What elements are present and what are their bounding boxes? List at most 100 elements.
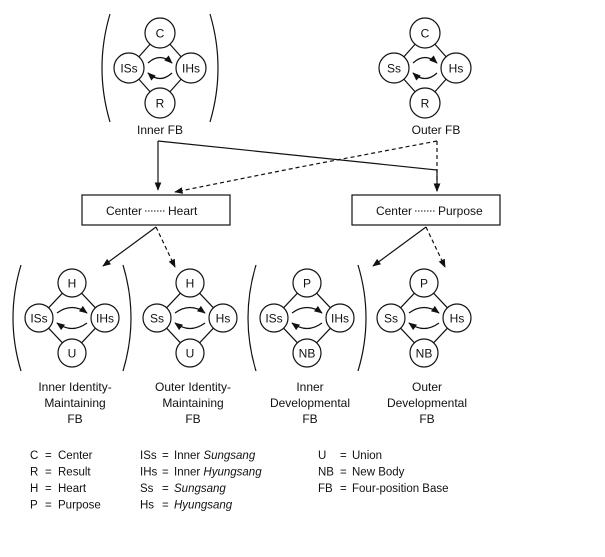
- box-right-label: Purpose: [438, 204, 483, 218]
- concept-box: Center Heart: [81, 194, 231, 226]
- node-circle: [409, 17, 441, 49]
- connector-line: [283, 327, 298, 344]
- diagram-label: Inner FB: [137, 123, 183, 137]
- node-left: Ss: [378, 52, 410, 84]
- connector-line: [169, 78, 182, 93]
- legend-abbr: NB: [318, 467, 334, 479]
- node-right: IHs: [90, 303, 120, 333]
- arrow-right-icon: [174, 305, 206, 314]
- arrow-left-icon: [56, 322, 88, 331]
- diagram-label: Developmental: [387, 396, 467, 410]
- legend-equals: =: [162, 483, 169, 495]
- legend-text: Inner: [174, 450, 203, 462]
- arrow-right-icon: [408, 305, 440, 314]
- connector-line: [403, 78, 416, 93]
- node-bottom: NB: [409, 338, 439, 368]
- node-circle: [57, 338, 87, 368]
- node-circle: [409, 87, 441, 119]
- connector-line: [199, 327, 214, 344]
- connector-line: [316, 327, 331, 344]
- arrow-solid: [102, 226, 157, 267]
- connector-line: [48, 292, 63, 309]
- node-label: IHs: [182, 62, 200, 76]
- node-top: P: [409, 268, 439, 298]
- node-label: ISs: [30, 312, 47, 326]
- diagram-label: Developmental: [270, 396, 350, 410]
- right-bracket: [209, 13, 219, 123]
- legend-definition: New Body: [352, 467, 405, 479]
- node-circle: [175, 52, 207, 84]
- legend-equals: =: [45, 500, 52, 512]
- node-circle: [409, 338, 439, 368]
- legend-item: FB=Four-position Base: [318, 483, 449, 495]
- node-bottom: U: [57, 338, 87, 368]
- node-circle: [325, 303, 355, 333]
- node-label: IHs: [331, 312, 349, 326]
- node-circle: [142, 303, 172, 333]
- legend-italic-text: Sungsang: [174, 483, 226, 495]
- node-circle: [57, 268, 87, 298]
- legend-equals: =: [340, 450, 347, 462]
- node-left: Ss: [142, 303, 172, 333]
- legend-equals: =: [340, 483, 347, 495]
- node-circle: [144, 87, 176, 119]
- node-label: ISs: [265, 312, 282, 326]
- legend-abbr: FB: [318, 483, 333, 495]
- legend-definition: Hyungsang: [174, 500, 233, 512]
- legend-definition: Heart: [58, 483, 87, 495]
- node-label: C: [421, 27, 430, 41]
- node-label: R: [421, 97, 430, 111]
- node-label: C: [156, 27, 165, 41]
- legend-item: NB=New Body: [318, 467, 405, 479]
- node-label: U: [186, 347, 195, 361]
- node-circle: [292, 338, 322, 368]
- legend-definition: Inner Sungsang: [174, 450, 256, 462]
- node-label: IHs: [96, 312, 114, 326]
- right-bracket: [122, 264, 132, 372]
- legend-italic-text: Hyungsang: [174, 500, 233, 512]
- legend-abbr: ISs: [140, 450, 157, 462]
- legend-text: Purpose: [58, 500, 101, 512]
- legend-item: P=Purpose: [30, 500, 101, 512]
- connector-line: [199, 292, 214, 309]
- left-bracket: [12, 264, 22, 372]
- node-right: Hs: [442, 303, 472, 333]
- diagram-label: Inner Identity-: [38, 380, 111, 394]
- arrow-right-icon: [291, 305, 323, 314]
- node-label: Ss: [150, 312, 164, 326]
- node-circle: [440, 52, 472, 84]
- node-label: NB: [299, 347, 316, 361]
- box-left-label: Center: [106, 204, 142, 218]
- legend-equals: =: [162, 467, 169, 479]
- legend-item: U=Union: [318, 450, 382, 462]
- arrow-solid: [372, 226, 427, 267]
- legend-definition: Center: [58, 450, 93, 462]
- node-label: U: [68, 347, 77, 361]
- connector-line: [403, 43, 416, 58]
- legend-abbr: C: [30, 450, 38, 462]
- legend-item: H=Heart: [30, 483, 87, 495]
- legend-text: Union: [352, 450, 382, 462]
- box-right-label: Heart: [168, 204, 198, 218]
- legend-italic-text: Sungsang: [203, 450, 255, 462]
- node-circle: [24, 303, 54, 333]
- arrow-dashed: [155, 226, 176, 268]
- node-top: H: [175, 268, 205, 298]
- legend-item: R=Result: [30, 467, 91, 479]
- node-label: P: [420, 277, 428, 291]
- legend-text: Inner: [174, 467, 203, 479]
- legend-item: ISs=Inner Sungsang: [140, 450, 256, 462]
- node-top: H: [57, 268, 87, 298]
- node-circle: [175, 338, 205, 368]
- box-frame: [81, 194, 231, 226]
- node-circle: [208, 303, 238, 333]
- arrow-right-icon: [412, 55, 438, 64]
- diagram-label: Outer Identity-: [155, 380, 231, 394]
- right-bracket: [357, 264, 367, 372]
